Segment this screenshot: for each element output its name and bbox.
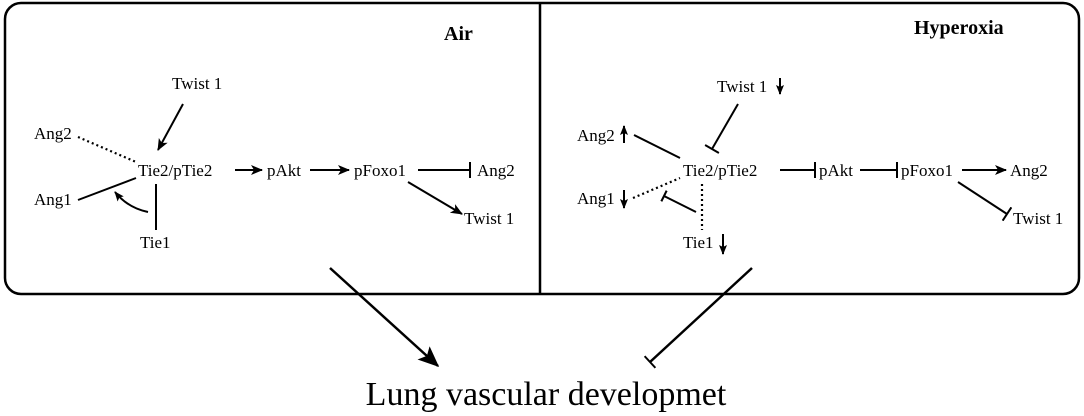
air-promotes-development-arrow	[329, 267, 440, 368]
air-twist1-top: Twist 1	[172, 74, 222, 93]
air-pakt: pAkt	[267, 161, 301, 180]
air-pfoxo1-to-twist1-arrow	[407, 181, 463, 215]
hyperoxia-twist1-right: Twist 1	[1013, 209, 1063, 228]
air-ang2-right: Ang2	[477, 161, 515, 180]
hyperoxia-tie1-inhibits-link	[660, 190, 697, 213]
hyperoxia-tie2: Tie2/pTie2	[683, 161, 757, 180]
hyperoxia-tie1: Tie1	[683, 233, 714, 252]
outcome-label: Lung vascular developmet	[366, 376, 727, 413]
hyperoxia-pfoxo1: pFoxo1	[901, 161, 953, 180]
air-ang1-tie2-link	[77, 177, 137, 201]
hyperoxia-ang2-right: Ang2	[1010, 161, 1048, 180]
hyperoxia-title: Hyperoxia	[914, 17, 1004, 39]
air-title: Air	[444, 23, 473, 45]
hyperoxia-ang2-tie2-link	[633, 134, 681, 159]
hyperoxia-twist1-inhibits-tie2	[704, 103, 739, 154]
air-ang2-left: Ang2	[34, 124, 72, 143]
air-ang2-tie2-dotted-link	[77, 135, 137, 164]
air-pfoxo1: pFoxo1	[354, 161, 406, 180]
hyperoxia-twist1-top: Twist 1	[717, 77, 767, 96]
air-twist1-to-tie2-arrow	[157, 103, 184, 151]
air-tie2: Tie2/pTie2	[138, 161, 212, 180]
hyperoxia-panel: Hyperoxia Twist 1 Ang2 Tie2/pTie2 pAkt p…	[577, 17, 1063, 255]
hyperoxia-pakt: pAkt	[819, 161, 853, 180]
air-ang1: Ang1	[34, 190, 72, 209]
air-tie1-curved-arrow	[114, 191, 149, 213]
hyperoxia-ang1: Ang1	[577, 189, 615, 208]
air-twist1-right: Twist 1	[464, 209, 514, 228]
hyperoxia-ang2-left: Ang2	[577, 126, 615, 145]
panels-frame	[3, 1, 1081, 296]
hyperoxia-ang1-tie2-dotted-link	[632, 176, 681, 200]
hyperoxia-inhibits-development	[643, 267, 753, 369]
air-tie1: Tie1	[140, 233, 171, 252]
air-panel: Air Twist 1 Ang2 Tie2/pTie2 pAkt pFoxo1 …	[34, 23, 515, 252]
hyperoxia-pfoxo1-inhibits-twist1	[957, 181, 1013, 222]
